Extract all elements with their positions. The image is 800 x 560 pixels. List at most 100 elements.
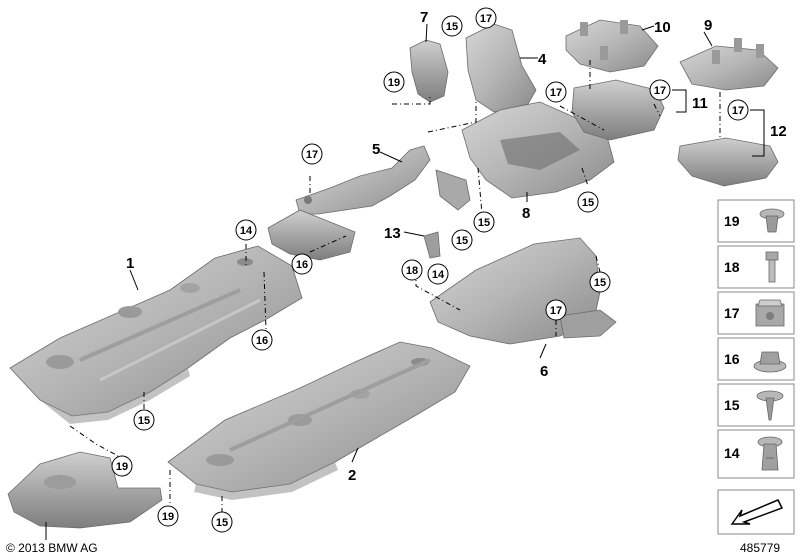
legend-row-19[interactable]: 19 [717,199,795,243]
part-3-front-panel-small[interactable] [7,451,163,529]
legend-row-15[interactable]: 15 [717,383,795,427]
leader-9 [703,31,713,47]
assembly-lines [69,60,721,512]
leader-7 [425,23,428,43]
svg-text:17: 17 [654,85,666,97]
svg-text:14: 14 [240,225,253,237]
label-part-13: 13 [384,225,401,242]
svg-text:17: 17 [550,87,562,99]
legend-row-16[interactable]: 16 [717,337,795,381]
callout-17-strut[interactable]: 17 [301,143,323,165]
assembly-line-16 [263,271,267,331]
callout-17-tray[interactable]: 17 [545,81,567,103]
label-part-10: 10 [654,19,671,36]
legend-row-18[interactable]: 18 [717,245,795,289]
legend-row-14[interactable]: 14 [717,429,795,479]
callout-17-side[interactable]: 17 [545,299,567,321]
callout-15-tray[interactable]: 15 [577,191,599,213]
svg-text:15: 15 [594,277,606,289]
leader-1 [129,269,139,291]
part-12-container[interactable] [677,137,779,187]
svg-text:18: 18 [406,265,418,277]
push-rivet-icon [759,208,785,233]
part-9-cover[interactable] [679,38,779,91]
label-part-7: 7 [420,9,428,26]
callout-16-lower[interactable]: 16 [251,329,273,351]
leader-2 [351,447,359,463]
label-part-11: 11 [692,95,708,112]
callout-18[interactable]: 18 [401,259,423,281]
label-part-5: 5 [372,141,380,158]
callout-17-top[interactable]: 17 [475,7,497,29]
assembly-line-15-side [595,255,601,273]
part-8-tray[interactable] [461,101,615,199]
leader-lines [45,23,765,540]
svg-text:15: 15 [478,217,490,229]
legend-arrow-box[interactable] [717,489,795,535]
bolt-icon [765,251,779,283]
clip-nut-icon [755,299,785,327]
callout-17-box-right[interactable]: 17 [727,99,749,121]
svg-text:19: 19 [116,461,128,473]
svg-text:18: 18 [724,259,740,275]
callout-19-left[interactable]: 19 [111,455,133,477]
callout-15-top[interactable]: 15 [441,15,463,37]
svg-text:19: 19 [388,77,400,89]
callout-14-left[interactable]: 14 [235,219,257,241]
expanding-rivet-icon [757,436,783,471]
svg-text:14: 14 [724,445,740,461]
legend-row-17[interactable]: 17 [717,291,795,335]
svg-text:15: 15 [724,397,740,413]
svg-text:17: 17 [480,13,492,25]
svg-text:15: 15 [582,197,594,209]
assembly-line-19-left [69,425,119,457]
copyright-text: © 2013 BMW AG [6,541,98,555]
svg-text:16: 16 [296,259,308,271]
callout-19-top[interactable]: 19 [383,71,405,93]
assembly-line-8 [477,167,483,215]
callout-14-side[interactable]: 14 [427,263,449,285]
callout-17-box[interactable]: 17 [649,79,671,101]
assembly-line-16-top [309,235,347,253]
callout-15-mid[interactable]: 15 [473,211,495,233]
assembly-line-15-tray [581,167,589,187]
label-part-12: 12 [770,123,787,140]
circled-callouts: 19 19 19 15 15 15 15 15 15 15 17 17 17 1… [111,7,749,533]
label-part-2: 2 [348,467,356,484]
callout-16-top[interactable]: 16 [291,253,313,275]
leader-6 [539,343,547,359]
callout-15-left[interactable]: 15 [133,409,155,431]
callout-15-bottom[interactable]: 15 [211,511,233,533]
arrow-icon [730,499,784,525]
leader-13 [403,231,425,237]
part-small-plate[interactable] [267,209,356,261]
diagram-number: 485779 [740,541,780,555]
leader-12 [750,109,765,157]
part-7-bracket[interactable] [409,39,449,103]
label-part-9: 9 [704,17,712,34]
assembly-line-17-top [559,105,605,131]
assembly-line-11 [653,103,661,117]
part-5-strut-bracket[interactable] [295,145,471,215]
part-4-vertical-cover[interactable] [465,23,537,113]
svg-text:17: 17 [550,305,562,317]
svg-text:17: 17 [306,149,318,161]
part-1-underbody-panel-left[interactable] [9,245,303,424]
svg-text:15: 15 [456,235,468,247]
label-part-4: 4 [538,51,547,68]
leader-5 [379,151,403,163]
part-6-side-cover[interactable] [429,237,617,345]
label-part-6: 6 [540,363,548,380]
callout-15-mid2[interactable]: 15 [451,229,473,251]
callout-19-bottom[interactable]: 19 [157,505,179,527]
part-2-underbody-panel-right[interactable] [167,341,471,500]
part-labels: 1 2 4 5 6 7 8 9 10 11 12 13 [126,9,787,484]
svg-text:19: 19 [162,511,174,523]
screw-icon [756,390,784,421]
svg-text:19: 19 [724,213,740,229]
part-10-cover[interactable] [565,19,659,73]
part-13-bracket[interactable] [423,231,441,259]
leader-11 [672,89,687,113]
callout-15-side[interactable]: 15 [589,271,611,293]
